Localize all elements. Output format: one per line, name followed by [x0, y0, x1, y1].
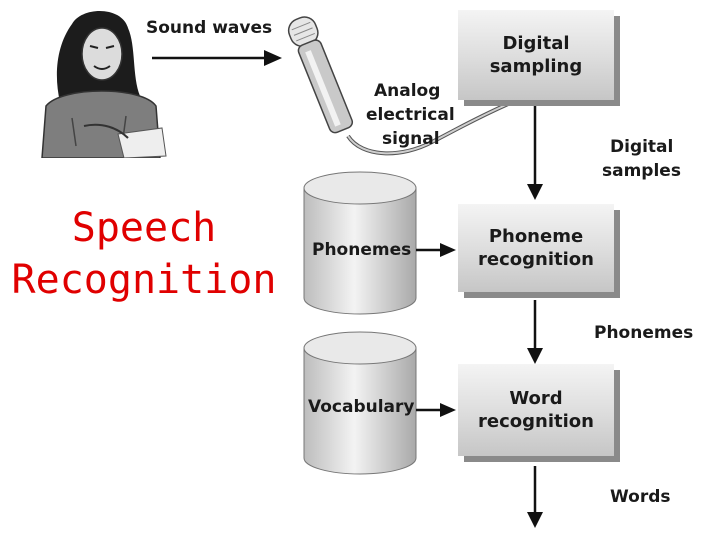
- digital-samples-line-1: Digital: [610, 137, 674, 157]
- sound-waves-label: Sound waves: [146, 18, 273, 38]
- analog-label-line-1: Analog: [374, 81, 441, 101]
- phoneme-recognition-line-1: Phoneme: [488, 226, 584, 247]
- phonemes-database-icon: [303, 171, 417, 315]
- phonemes-to-recognition-arrow: [416, 243, 456, 257]
- digital-sampling-line-1: Digital: [502, 33, 570, 54]
- microphone-icon: [287, 16, 509, 156]
- phoneme-recognition-line-2: recognition: [478, 249, 594, 270]
- title-line-1: Speech: [71, 205, 217, 251]
- flow-arrows: [527, 106, 543, 528]
- word-recognition-box: Word recognition: [458, 364, 614, 456]
- vocabulary-database-icon: [303, 331, 417, 475]
- word-recognition-line-1: Word: [509, 388, 563, 409]
- word-recognition-line-2: recognition: [478, 411, 594, 432]
- vocabulary-cylinder-label: Vocabulary: [308, 397, 415, 417]
- vocabulary-to-recognition-arrow: [416, 403, 456, 417]
- phoneme-recognition-box: Phoneme recognition: [458, 204, 614, 292]
- digital-sampling-line-2: sampling: [489, 56, 583, 77]
- analog-label-line-2: electrical: [366, 105, 455, 125]
- sound-waves-arrow: [152, 50, 282, 66]
- speaker-illustration: [32, 6, 168, 158]
- title-line-2: Recognition: [11, 257, 277, 303]
- digital-sampling-box: Digital sampling: [458, 10, 614, 100]
- analog-label-line-3: signal: [382, 129, 440, 149]
- phonemes-cylinder-label: Phonemes: [312, 240, 412, 260]
- phonemes-output-label: Phonemes: [594, 323, 694, 343]
- digital-samples-line-2: samples: [602, 161, 681, 181]
- words-label: Words: [610, 487, 671, 507]
